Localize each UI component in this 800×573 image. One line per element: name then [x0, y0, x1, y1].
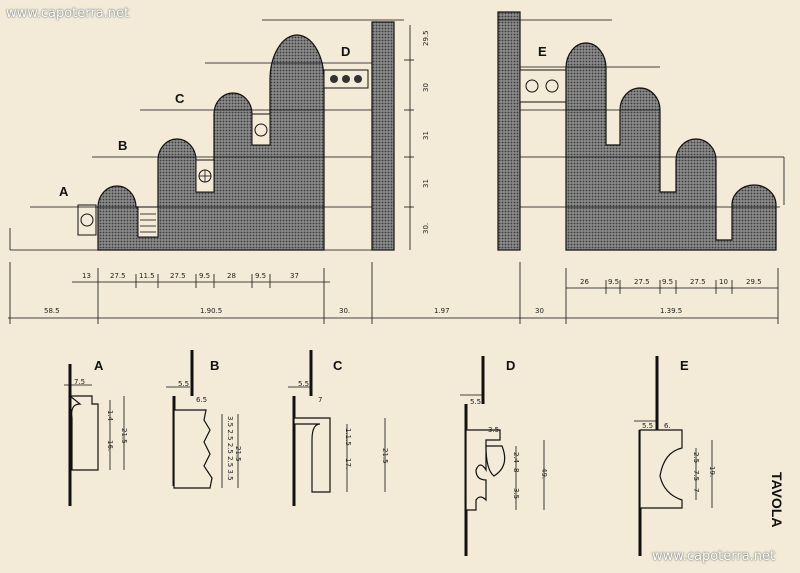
svg-text:27.5: 27.5	[690, 278, 706, 286]
svg-text:29.5: 29.5	[422, 30, 430, 46]
right-merlon-mass	[565, 42, 777, 251]
svg-text:7.5: 7.5	[692, 470, 700, 481]
svg-text:37: 37	[290, 272, 299, 280]
svg-text:1.1.5: 1.1.5	[344, 428, 352, 446]
label-a: A	[59, 184, 69, 199]
vertical-dimensions: 29.5 30 31 31 30.	[422, 30, 430, 234]
svg-text:1.4: 1.4	[106, 410, 114, 422]
svg-text:E: E	[680, 358, 689, 373]
svg-text:5.5: 5.5	[178, 380, 189, 388]
svg-text:1.39.5: 1.39.5	[660, 307, 682, 315]
svg-text:5.5: 5.5	[298, 380, 309, 388]
svg-text:31: 31	[422, 131, 430, 140]
svg-text:29.5: 29.5	[746, 278, 762, 286]
svg-text:9.5: 9.5	[662, 278, 673, 286]
overall-dimensions: 58.5 1.90.5 30. 1.97 30 1.39.5	[44, 307, 682, 315]
svg-text:21.5: 21.5	[234, 446, 242, 462]
left-merlon-mass	[97, 34, 325, 251]
svg-text:5.5: 5.5	[470, 398, 481, 406]
svg-text:10: 10	[719, 278, 728, 286]
svg-text:3.5: 3.5	[512, 488, 520, 499]
svg-text:8: 8	[512, 468, 520, 472]
svg-text:9.5: 9.5	[255, 272, 266, 280]
svg-text:30: 30	[535, 307, 544, 315]
svg-text:28: 28	[227, 272, 236, 280]
profile-b: B 5.5 6.5 21.5 3.5 2.5 2.5 2.5 3.5	[166, 350, 242, 489]
svg-text:1.90.5: 1.90.5	[200, 307, 222, 315]
face-tile-icon	[251, 113, 271, 146]
svg-text:2.5: 2.5	[692, 452, 700, 463]
svg-text:27.5: 27.5	[170, 272, 186, 280]
svg-text:13: 13	[82, 272, 91, 280]
svg-text:27.5: 27.5	[634, 278, 650, 286]
left-tower	[371, 21, 395, 251]
svg-text:7.5: 7.5	[74, 378, 85, 386]
svg-text:31: 31	[422, 179, 430, 188]
svg-text:7: 7	[692, 488, 700, 492]
label-b: B	[118, 138, 127, 153]
svg-text:3.5 2.5 2.5 2.5 3.5: 3.5 2.5 2.5 2.5 3.5	[226, 416, 234, 481]
svg-text:30.: 30.	[422, 223, 430, 234]
profile-c: C 5.5 7 1.1.5 17. 21.5	[288, 350, 389, 506]
svg-text:21.5: 21.5	[120, 428, 128, 444]
svg-text:17.: 17.	[344, 458, 352, 469]
svg-text:19.: 19.	[708, 466, 716, 477]
dimension-lines	[8, 262, 779, 324]
svg-text:58.5: 58.5	[44, 307, 60, 315]
left-elevation	[9, 19, 414, 251]
svg-text:9.5: 9.5	[608, 278, 619, 286]
watermark-bottom: www.capoterra.net	[652, 549, 776, 564]
svg-text:D: D	[506, 358, 515, 373]
label-e: E	[538, 44, 547, 59]
svg-text:11.5: 11.5	[139, 272, 155, 280]
right-tower	[497, 11, 521, 251]
svg-text:7: 7	[318, 396, 322, 404]
svg-text:2.4: 2.4	[512, 452, 520, 464]
svg-text:21.5: 21.5	[381, 448, 389, 464]
right-elevation	[497, 11, 785, 251]
svg-text:C: C	[333, 358, 343, 373]
face-tile-icon	[77, 204, 97, 236]
svg-text:5.5: 5.5	[642, 422, 653, 430]
svg-text:3.5: 3.5	[488, 426, 499, 434]
svg-text:6.5: 6.5	[196, 396, 207, 404]
svg-text:30.: 30.	[339, 307, 350, 315]
svg-text:26: 26	[580, 278, 589, 286]
svg-text:16.: 16.	[106, 440, 114, 451]
svg-text:27.5: 27.5	[110, 272, 126, 280]
label-c: C	[175, 91, 185, 106]
svg-text:B: B	[210, 358, 219, 373]
svg-text:1.97: 1.97	[434, 307, 450, 315]
right-segment-dimensions: 26 9.5 27.5 9.5 27.5 10 29.5	[580, 278, 762, 286]
profile-d: D 5.5 3.5 2.4 8 3.5 49.	[460, 356, 548, 556]
svg-text:30: 30	[422, 83, 430, 92]
frieze-e-icon	[519, 69, 567, 103]
watermark-top: www.capoterra.net	[6, 6, 130, 21]
left-segment-dimensions: 13 27.5 11.5 27.5 9.5 28 9.5 37	[82, 272, 299, 280]
svg-text:9.5: 9.5	[199, 272, 210, 280]
profile-e: E 5.5 6. 2.5 7.5 7 19.	[634, 356, 716, 556]
profile-a: A 7.5 1.4 16. 21.5	[64, 358, 128, 506]
plate-title: TAVOLA	[769, 472, 785, 527]
label-d: D	[341, 44, 350, 59]
svg-text:6.: 6.	[664, 422, 671, 430]
svg-text:49.: 49.	[540, 468, 548, 479]
svg-text:A: A	[94, 358, 104, 373]
